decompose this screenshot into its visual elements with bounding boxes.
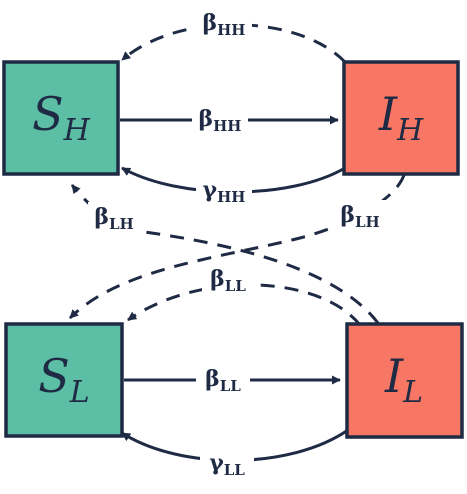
node-s-h-box: [2, 60, 120, 176]
svg-text:βLH: βLH: [340, 202, 379, 231]
edge-label-ll-solid: βLL: [196, 364, 250, 395]
svg-text:βHH: βHH: [203, 10, 246, 39]
node-s-l-label: SL: [38, 349, 89, 410]
svg-text:βLL: βLL: [210, 266, 246, 295]
edge-label-hh-solid: βHH: [192, 104, 248, 135]
edge-label-gamma-hh: γHH: [196, 176, 252, 206]
edge-il-to-sl-dashed: [127, 283, 362, 326]
node-i-h-box: [342, 60, 460, 176]
edge-label-ll-dashed: βLL: [202, 264, 254, 295]
node-i-l-label: IL: [384, 349, 423, 410]
svg-text:βHH: βHH: [199, 106, 242, 135]
svg-text:βLH: βLH: [94, 204, 133, 233]
edge-label-gamma-ll: γLL: [200, 448, 254, 480]
node-i-l: IL: [345, 322, 464, 439]
edge-label-hh-dashed: βHH: [196, 8, 252, 39]
edge-il-to-sh-dashed: [70, 184, 380, 324]
svg-text:βLL: βLL: [205, 366, 241, 395]
edge-ih-to-sh-dashed: [121, 23, 347, 64]
node-s-l-box: [4, 322, 124, 438]
node-s-h: SH: [2, 60, 120, 176]
node-i-l-box: [345, 322, 464, 439]
node-i-h-label: IH: [378, 87, 424, 148]
node-s-h-label: SH: [32, 87, 91, 148]
node-s-l: SL: [4, 322, 124, 438]
node-i-h: IH: [342, 60, 460, 176]
edge-label-lh-left: βLH: [88, 202, 142, 233]
svg-text:γLL: γLL: [209, 450, 245, 479]
edge-label-lh-right: βLH: [334, 200, 388, 231]
svg-text:γHH: γHH: [203, 177, 246, 206]
